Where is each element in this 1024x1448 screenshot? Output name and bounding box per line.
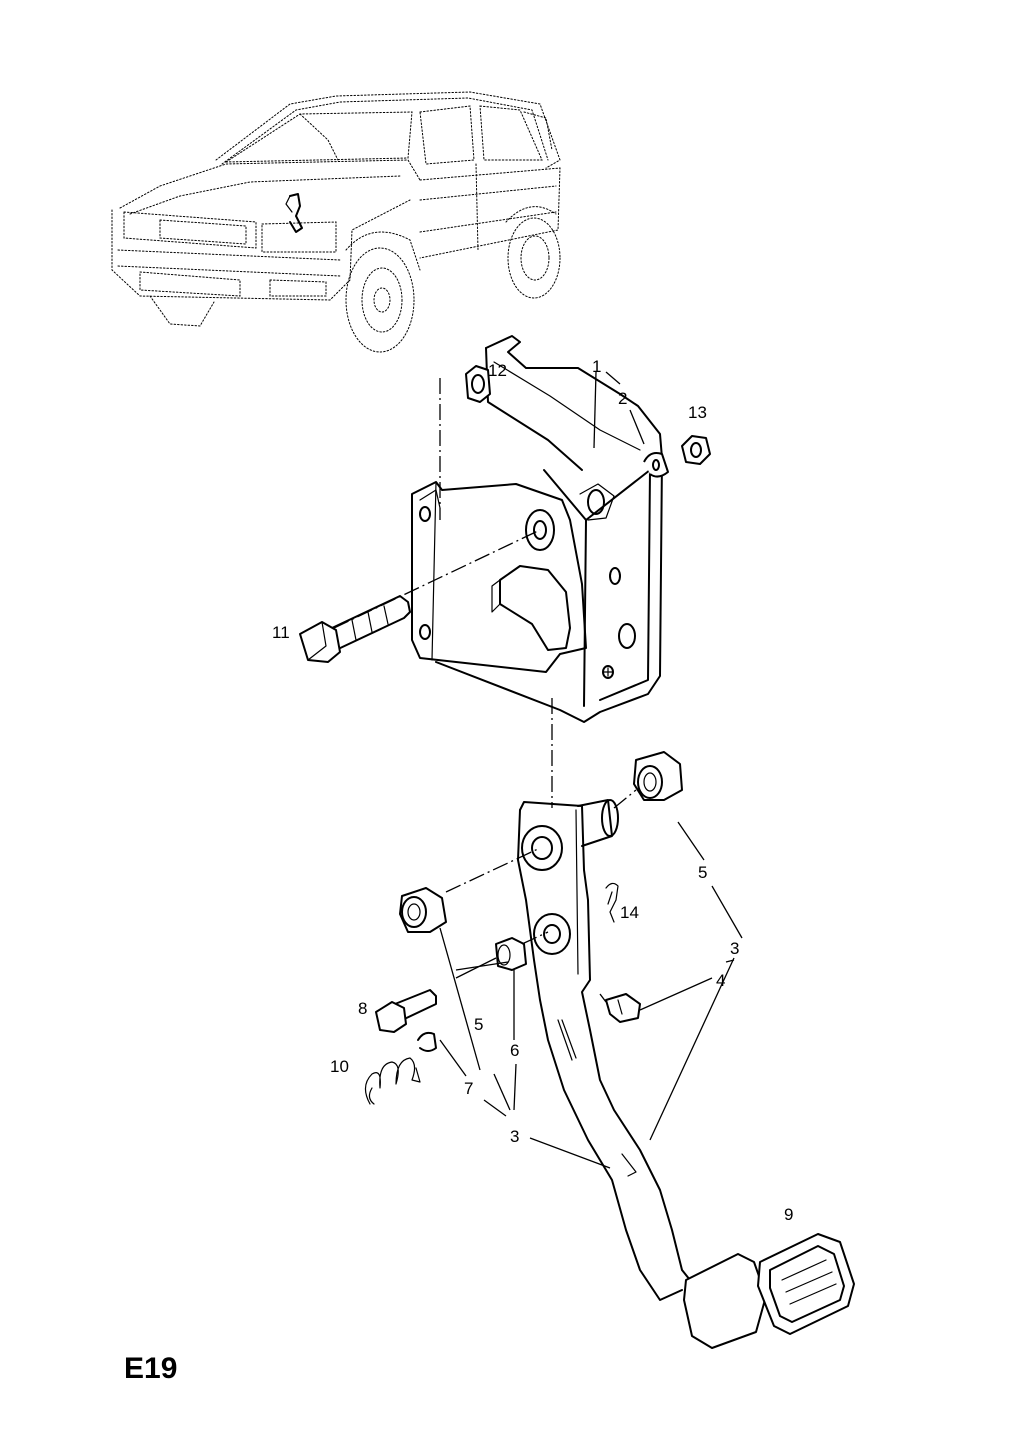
callout-2: 2 xyxy=(618,389,627,408)
callout-11: 11 xyxy=(272,623,290,642)
pin-part-8 xyxy=(375,989,437,1033)
callout-12: 12 xyxy=(488,361,507,380)
callout-4: 4 xyxy=(716,971,725,990)
callout-3-left: 3 xyxy=(510,1127,519,1146)
callout-5-left: 5 xyxy=(474,1015,483,1034)
pedal-pad-part-9 xyxy=(757,1233,855,1335)
clip-part-4 xyxy=(605,993,641,1023)
callout-1: 1 xyxy=(592,357,601,376)
callout-8: 8 xyxy=(358,999,367,1018)
bushing-part-5-lower xyxy=(399,887,447,933)
callout-10: 10 xyxy=(330,1057,349,1076)
callout-7: 7 xyxy=(464,1079,473,1098)
bushing-part-5-upper xyxy=(633,751,683,801)
callout-labels: 1 2 3 3 4 5 5 6 7 8 9 10 11 12 13 14 xyxy=(272,357,793,1224)
callout-leader-lines xyxy=(439,371,743,1169)
callout-6: 6 xyxy=(510,1041,519,1060)
callout-5-right: 5 xyxy=(698,863,707,882)
clip-part-7 xyxy=(417,1031,437,1052)
callout-13: 13 xyxy=(688,403,707,422)
bolt-part-11 xyxy=(299,595,411,663)
assembly-axis-lines xyxy=(333,378,637,1003)
vehicle-illustration xyxy=(111,91,561,353)
pedal-bracket xyxy=(411,335,663,723)
nut-part-13 xyxy=(681,435,711,465)
callout-3-right: 3 xyxy=(730,939,739,958)
sleeve-part-6 xyxy=(495,937,527,971)
callout-14: 14 xyxy=(620,903,639,922)
callout-9: 9 xyxy=(784,1205,793,1224)
clutch-pedal-arm xyxy=(517,799,767,1349)
diagram-code: E19 xyxy=(124,1352,177,1385)
clip-part-2 xyxy=(643,452,669,478)
spring-part-10 xyxy=(364,1057,421,1105)
nut-part-12 xyxy=(465,365,491,403)
clip-part-14 xyxy=(605,882,619,923)
